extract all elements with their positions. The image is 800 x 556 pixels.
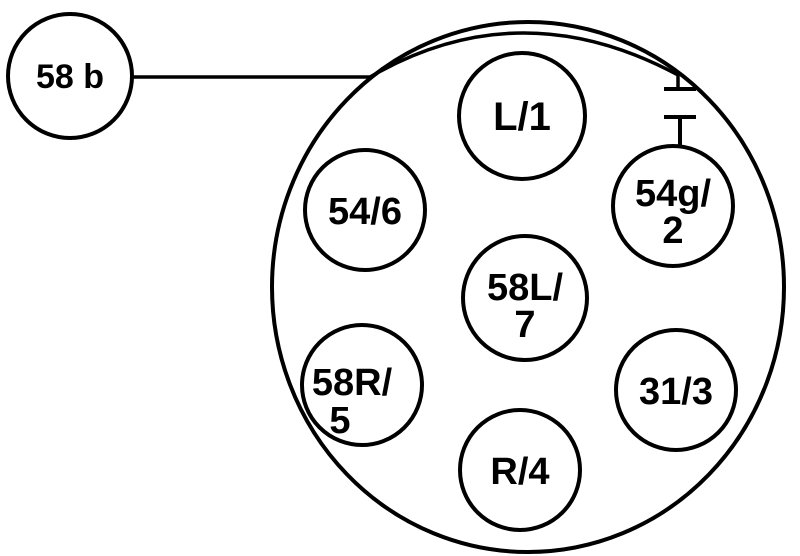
pin-58l-7-label-line2: 7 — [514, 304, 535, 346]
pin-58b-label: 58 b — [36, 58, 104, 96]
pin-54g-2: 54g/ 2 — [611, 144, 735, 268]
capacitor-symbol — [664, 87, 696, 146]
pin-58r-5-label-line2: 5 — [329, 400, 350, 442]
pin-l1-label: L/1 — [493, 95, 551, 139]
pin-31-3: 31/3 — [614, 328, 738, 452]
pin-r4: R/4 — [458, 408, 582, 532]
connector-housing — [270, 20, 786, 554]
pin-54g-2-label-line2: 2 — [662, 210, 683, 252]
pin-58b: 58 b — [6, 12, 134, 140]
pin-r4-label: R/4 — [490, 451, 549, 493]
pin-54-6-label: 54/6 — [328, 191, 402, 233]
pin-54g-2-label-line1: 54g/ — [635, 173, 711, 215]
pin-58r-5-label-line1: 58R/ — [312, 362, 393, 404]
wire-58b — [132, 31, 680, 89]
pin-58l-7-label-line1: 58L/ — [487, 267, 563, 309]
pin-54-6: 54/6 — [303, 148, 427, 272]
pin-l1: L/1 — [457, 51, 587, 181]
pin-31-3-label: 31/3 — [639, 371, 713, 413]
pin-58l-7: 58L/ 7 — [461, 234, 589, 362]
pin-58r-5: 58R/ 5 — [300, 323, 424, 447]
